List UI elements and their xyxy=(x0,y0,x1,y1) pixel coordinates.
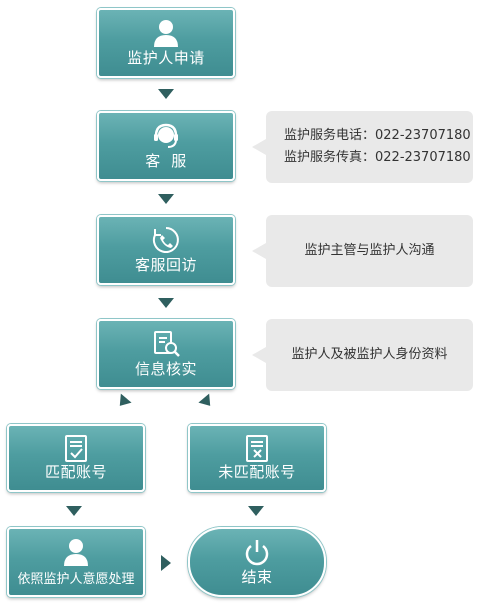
note-phone: 监护服务电话：022-23707180 xyxy=(284,128,471,143)
flow-arrow xyxy=(158,194,174,204)
document-check-icon xyxy=(63,434,89,468)
note-callback-text: 监护主管与监护人沟通 xyxy=(304,243,435,258)
phone-callback-icon xyxy=(151,225,181,259)
flow-arrow-to-end xyxy=(161,555,171,571)
step-matched-account: 匹配账号 xyxy=(7,424,145,492)
step-label: 未匹配账号 xyxy=(218,463,296,481)
note-verify: 监护人及被监护人身份资料 xyxy=(252,319,473,391)
step-end: 结束 xyxy=(188,527,326,597)
note-fax: 监护服务传真：022-23707180 xyxy=(284,150,471,165)
flow-arrow-right xyxy=(198,393,216,411)
document-search-icon xyxy=(151,329,181,363)
user-icon xyxy=(62,537,90,571)
user-icon xyxy=(152,18,180,52)
step-label: 匹配账号 xyxy=(44,463,107,481)
document-cross-icon xyxy=(244,434,270,468)
step-guardian-apply: 监护人申请 xyxy=(97,8,235,78)
power-icon xyxy=(243,537,271,571)
step-info-verify: 信息核实 xyxy=(97,319,235,389)
step-customer-service: 客 服 xyxy=(97,111,235,181)
step-unmatched-account: 未匹配账号 xyxy=(188,424,326,492)
step-label: 结束 xyxy=(241,568,273,586)
step-label: 信息核实 xyxy=(134,360,197,378)
note-contact: 监护服务电话：022-23707180 监护服务传真：022-23707180 xyxy=(252,111,473,183)
flow-arrow xyxy=(66,506,82,516)
step-label: 客服回访 xyxy=(134,256,197,274)
flow-arrow-left xyxy=(114,393,132,411)
step-label: 监护人申请 xyxy=(127,49,205,67)
note-verify-text: 监护人及被监护人身份资料 xyxy=(291,347,448,362)
step-label: 客 服 xyxy=(145,152,187,170)
flow-arrow xyxy=(158,298,174,308)
note-callback: 监护主管与监护人沟通 xyxy=(252,215,473,287)
step-label: 依照监护人意愿处理 xyxy=(17,572,135,587)
flow-arrow xyxy=(158,89,174,99)
headset-icon xyxy=(151,121,181,155)
flow-arrow xyxy=(248,506,264,516)
step-handle-per-guardian: 依照监护人意愿处理 xyxy=(7,527,145,597)
step-service-callback: 客服回访 xyxy=(97,215,235,285)
